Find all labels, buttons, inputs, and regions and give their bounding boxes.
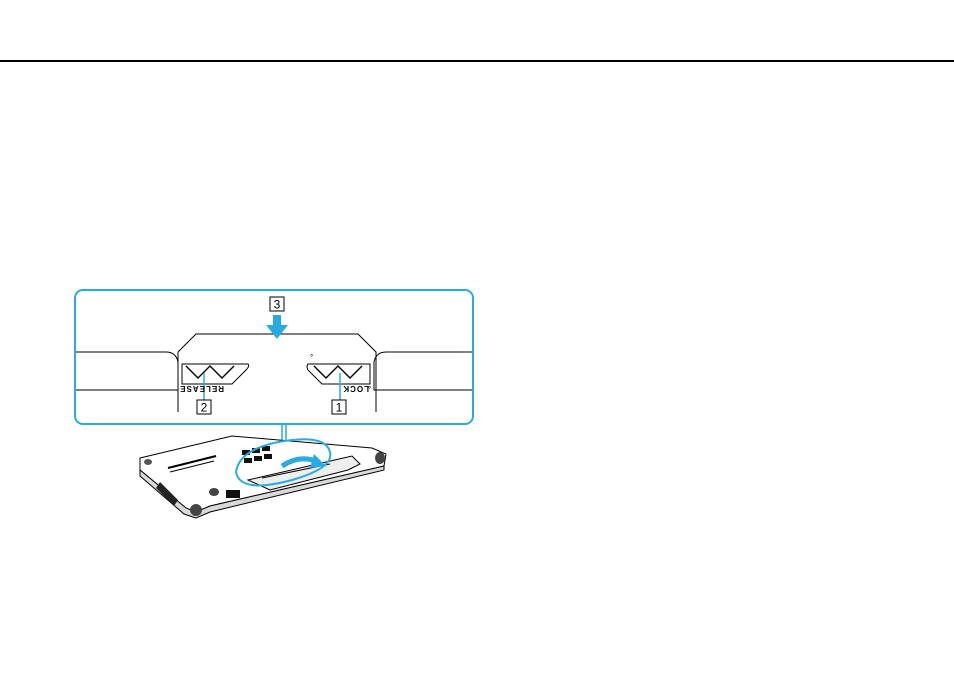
callout-1-label: 1 — [336, 401, 343, 415]
laptop-edge-lines — [76, 352, 472, 390]
lock-indicator-dot: ° — [310, 353, 313, 362]
release-label: RELEASE — [179, 384, 224, 393]
lock-indicator-dot-2: ° — [368, 385, 371, 394]
callout-3: 3 — [270, 297, 284, 312]
lock-switch — [307, 364, 370, 400]
callout-3-label: 3 — [274, 298, 281, 312]
push-down-arrow — [266, 315, 288, 339]
laptop-bottom-view — [140, 436, 386, 518]
release-switch — [182, 364, 249, 400]
callout-1: 1 — [332, 400, 346, 415]
callout-2-label: 2 — [201, 401, 208, 415]
callout-2: 2 — [197, 400, 211, 415]
lock-label: LOCK — [342, 384, 369, 393]
